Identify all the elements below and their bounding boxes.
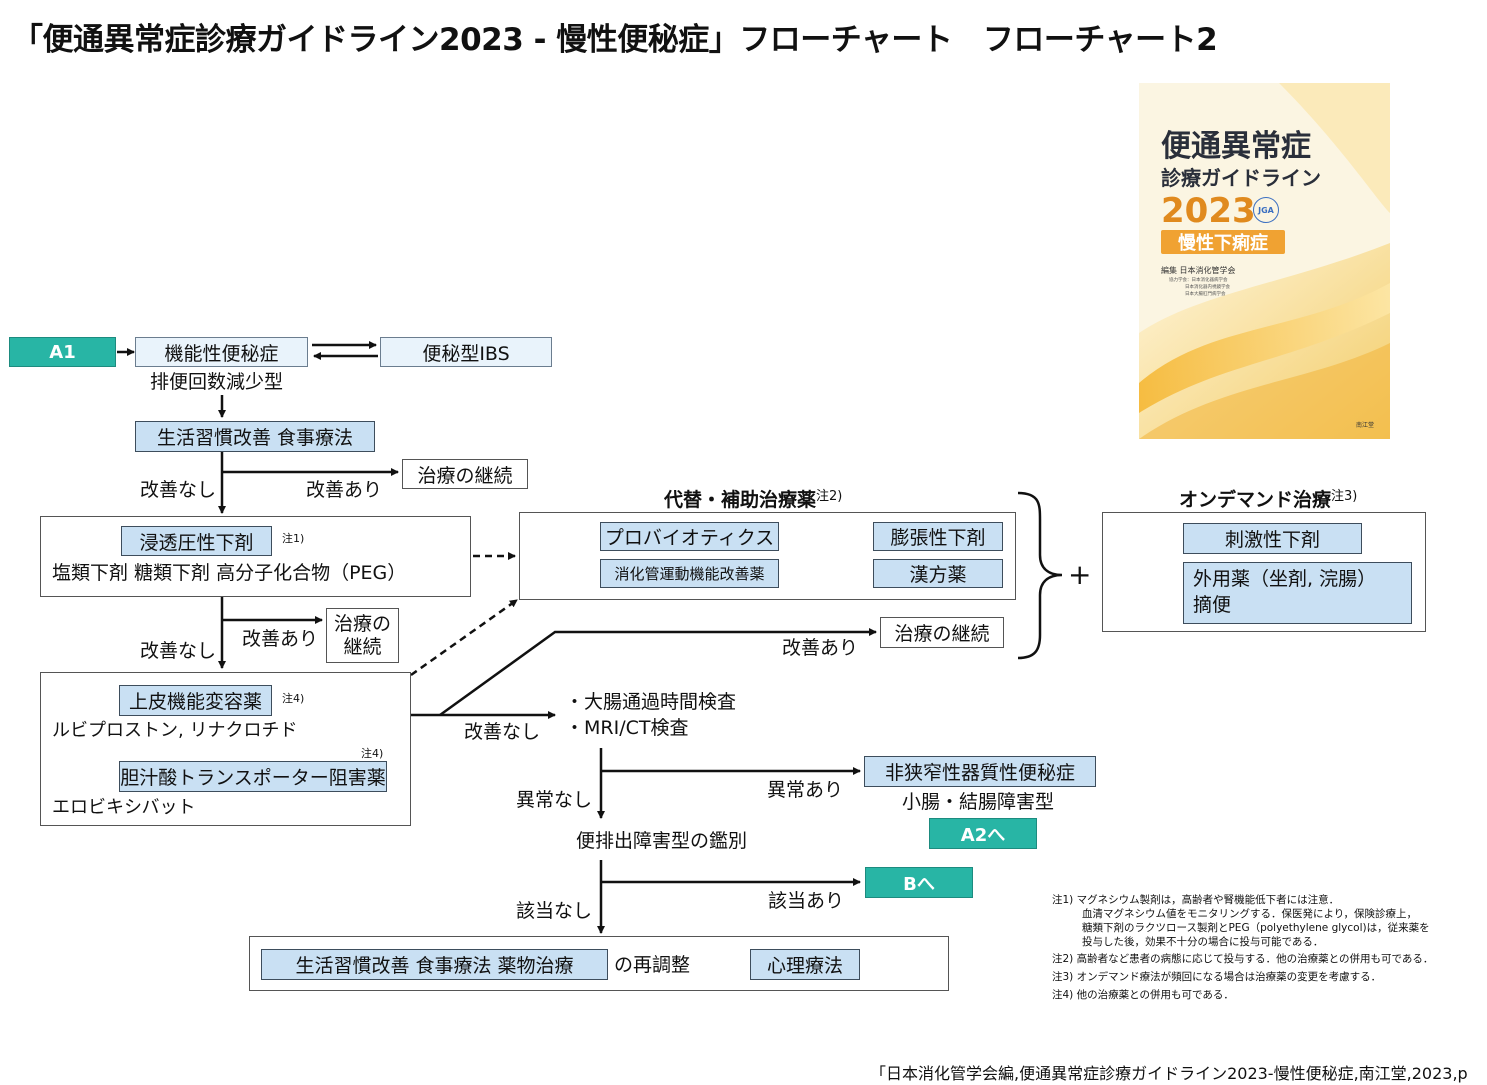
bulk-laxative-box: 膨張性下剤 xyxy=(873,522,1003,551)
plus-sign: + xyxy=(1068,558,1092,591)
alt-heading-text: 代替・補助治療薬 xyxy=(664,489,817,511)
book-coop-1: 協力学会：日本消化器病学会 xyxy=(1169,278,1228,283)
dashed-arrow-epithelial-alt xyxy=(410,598,518,677)
edge-label-abnormal-no: 異常なし xyxy=(516,789,593,811)
stimulant-laxative-box: 刺激性下剤 xyxy=(1183,523,1362,554)
book-subtitle-band: 慢性下痢症 xyxy=(1161,230,1285,254)
go-b-badge: Bへ xyxy=(865,867,973,898)
note-1a: 注1) マグネシウム製剤は，高齢者や腎機能低下者には注意． xyxy=(1052,894,1340,906)
epithelial-modulator-box: 上皮機能変容薬 xyxy=(119,685,272,716)
edge-label-improve-3: 改善あり xyxy=(782,637,859,659)
note-1d: 投与した後，効果不十分の場合に投与可能である． xyxy=(1082,936,1324,948)
continue-treatment-2-line1: 治療の xyxy=(333,612,391,635)
book-publisher: 南江堂 xyxy=(1355,422,1374,429)
book-year: 2023 xyxy=(1161,191,1256,231)
edge-label-no-improve-2: 改善なし xyxy=(140,640,217,662)
note-1b: 血清マグネシウム値をモニタリングする．保医発により，保険診療上， xyxy=(1082,908,1418,920)
topical-line2: 摘便 xyxy=(1193,594,1232,616)
non-stenotic-organic-box: 非狭窄性器質性便秘症 xyxy=(864,756,1096,787)
alt-note-ref: 注2) xyxy=(816,489,843,504)
edge-label-improve-2: 改善あり xyxy=(242,628,319,650)
epithelial-drug-list: ルビプロストン, リナクロチド xyxy=(52,720,298,741)
note-3: 注3) オンデマンド療法が頻回になる場合は治療薬の変更を考慮する． xyxy=(1052,971,1382,983)
edge-label-improve-1: 改善あり xyxy=(306,479,383,501)
bile-drug-list: エロビキシバット xyxy=(52,797,196,818)
continue-treatment-box-3: 治療の継続 xyxy=(880,617,1004,648)
edge-label-abnormal-yes: 異常あり xyxy=(767,779,844,801)
osmotic-drug-list: 塩類下剤 糖類下剤 高分子化合物（PEG） xyxy=(52,562,407,584)
citation: 「日本消化管学会編,便通異常症診療ガイドライン2023-慢性便秘症,南江堂,20… xyxy=(870,1064,1468,1083)
book-cover-decoration xyxy=(1139,83,1390,439)
differential-label: 便排出障害型の鑑別 xyxy=(576,830,748,852)
a1-badge: A1 xyxy=(9,337,116,367)
reduced-frequency-label: 排便回数減少型 xyxy=(150,371,284,393)
note-2: 注2) 高齢者など患者の病態に応じて投与する．他の治療薬との併用も可である． xyxy=(1052,953,1434,965)
osmotic-note-ref: 注1) xyxy=(282,532,305,545)
on-demand-heading: オンデマンド治療注3) xyxy=(1179,485,1357,512)
exam-mri-ct: ・MRI/CT検査 xyxy=(565,717,689,739)
bile-acid-inhibitor-box: 胆汁酸トランスポーター阻害薬 xyxy=(119,761,387,792)
continue-treatment-box-1: 治療の継続 xyxy=(402,459,528,489)
exam-colonic-transit: ・大腸通過時間検査 xyxy=(565,691,737,713)
epithelial-note-ref: 注4) xyxy=(282,692,305,705)
book-coop-2: 日本消化器内視鏡学会 xyxy=(1185,285,1230,290)
book-title-line1: 便通異常症 xyxy=(1161,129,1311,164)
functional-constipation-box: 機能性便秘症 xyxy=(135,337,308,367)
footnotes: 注1) マグネシウム製剤は，高齢者や腎機能低下者には注意． 血清マグネシウム値を… xyxy=(1052,893,1433,1002)
jga-badge-icon: JGA xyxy=(1253,197,1279,223)
note-1c: 糖類下剤のラクツロース製剤とPEG（polyethylene glycol)は，… xyxy=(1082,922,1430,934)
book-title-line2: 診療ガイドライン xyxy=(1161,166,1321,190)
topical-box: 外用薬（坐剤, 浣腸） 摘便 xyxy=(1183,562,1412,624)
kampo-box: 漢方薬 xyxy=(873,559,1003,588)
topical-line1: 外用薬（坐剤, 浣腸） xyxy=(1193,568,1377,591)
on-demand-heading-text: オンデマンド治療 xyxy=(1179,489,1332,511)
probiotics-box: プロバイオティクス xyxy=(600,522,779,551)
book-cover-image: 便通異常症 診療ガイドライン 2023 JGA 慢性下痢症 編集 日本消化管学会… xyxy=(1139,83,1390,439)
prokinetic-box: 消化管運動機能改善薬 xyxy=(600,559,779,588)
continue-treatment-2-line2: 継続 xyxy=(343,635,382,658)
final-treatment-box: 生活習慣改善 食事療法 薬物治療 xyxy=(261,949,608,980)
lifestyle-box: 生活習慣改善 食事療法 xyxy=(135,421,375,452)
arrow-improve-cont3 xyxy=(439,628,877,717)
combine-brace xyxy=(1017,491,1063,660)
note-4: 注4) 他の治療薬との併用も可である． xyxy=(1052,989,1234,1001)
osmotic-laxative-box: 浸透圧性下剤 xyxy=(121,526,272,556)
alt-treatment-heading: 代替・補助治療薬注2) xyxy=(664,485,842,512)
on-demand-note-ref: 注3) xyxy=(1331,489,1358,504)
continue-treatment-box-2: 治療の 継続 xyxy=(326,608,399,663)
ibs-box: 便秘型IBS xyxy=(380,337,552,367)
bile-note-ref: 注4) xyxy=(361,747,384,760)
book-editor: 編集 日本消化管学会 xyxy=(1161,266,1236,275)
edge-label-applicable-no: 該当なし xyxy=(516,900,593,922)
edge-label-applicable-yes: 該当あり xyxy=(768,890,845,912)
psychotherapy-box: 心理療法 xyxy=(750,949,860,980)
edge-label-no-improve-1: 改善なし xyxy=(140,479,217,501)
edge-label-no-improve-3: 改善なし xyxy=(464,721,541,743)
go-a2-badge: A2へ xyxy=(929,818,1037,849)
readjust-label: の再調整 xyxy=(614,954,691,976)
page-title: 「便通異常症診療ガイドライン2023 - 慢性便秘症」フローチャート フローチャ… xyxy=(12,22,1218,58)
obstruction-type-label: 小腸・結腸障害型 xyxy=(902,791,1055,813)
book-coop-3: 日本大腸肛門病学会 xyxy=(1185,292,1226,297)
